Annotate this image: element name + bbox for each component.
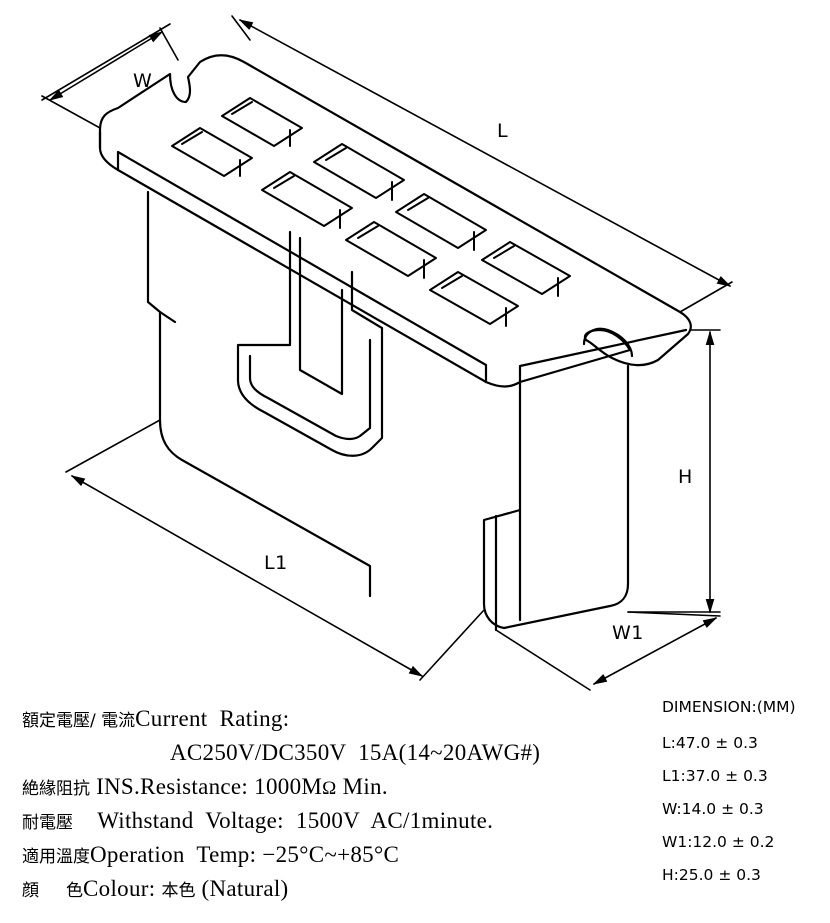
dimension-table-title: DIMENSIΟN:(MM) [662,698,796,716]
spec-operation-temp: 適用溫度Operation Temp: −25°C~+85°C [22,842,399,868]
spec-colour: 顔 色Colour: 本色 (Natural) [22,876,289,902]
spec-colour-cjk-value: 本色 [161,881,196,901]
dimension-lines [41,15,733,691]
spec-current-rating-label: Current Rating: [135,706,290,731]
dimension-row-w: W:14.0 ± 0.3 [662,800,764,818]
spec-withstand-cjk: 耐電壓 [22,813,73,833]
right-notch [582,327,634,358]
connector-housing-drawing [41,15,733,691]
spec-withstand-label: Withstand Voltage: 1500V AC/1minute. [97,808,494,833]
top-flange [98,54,692,388]
spec-insulation: 絶緣阻抗 INS.Resistance: 1000MΩ Min. [22,774,388,800]
spec-operation-label: Operation Temp: −25°C~+85°C [90,842,400,867]
dimension-row-h: H:25.0 ± 0.3 [662,866,761,884]
dim-label-w1: W1 [612,622,644,644]
spec-current-rating-cjk: 額定電壓/ 電流 [22,711,136,731]
latch-channel [236,230,384,457]
body-right-side [482,364,630,632]
spec-insulation-label: INS.Resistance: 1000M [96,774,323,799]
spec-colour-label: Colour: [83,876,162,901]
flange-edge [98,130,688,384]
dim-label-h: H [678,466,693,488]
dim-label-w: W [133,70,153,92]
spec-withstand: 耐電壓 Withstand Voltage: 1500V AC/1minute. [22,808,493,834]
dimension-row-l1: L1:37.0 ± 0.3 [662,767,768,785]
dim-label-l1: L1 [264,552,288,574]
spec-current-rating-value: AC250V/DC350V 15A(14~20AWG#) [170,740,541,765]
spec-current-rating: 額定電壓/ 電流Current Rating: [22,706,289,732]
dim-label-l: L [497,120,509,142]
dimension-row-l: L:47.0 ± 0.3 [662,734,758,752]
spec-operation-cjk: 適用溫度 [22,847,90,867]
ohm-symbol: Ω [322,778,337,799]
spec-colour-value: (Natural) [195,876,289,901]
spec-insulation-suffix: Min. [336,774,388,799]
dimension-row-w1: W1:12.0 ± 0.2 [662,833,775,851]
spec-colour-cjk: 顔 色 [22,881,84,901]
cavity-grid [171,97,571,327]
body-left-side [146,190,372,598]
spec-insulation-cjk: 絶緣阻抗 [22,779,90,799]
